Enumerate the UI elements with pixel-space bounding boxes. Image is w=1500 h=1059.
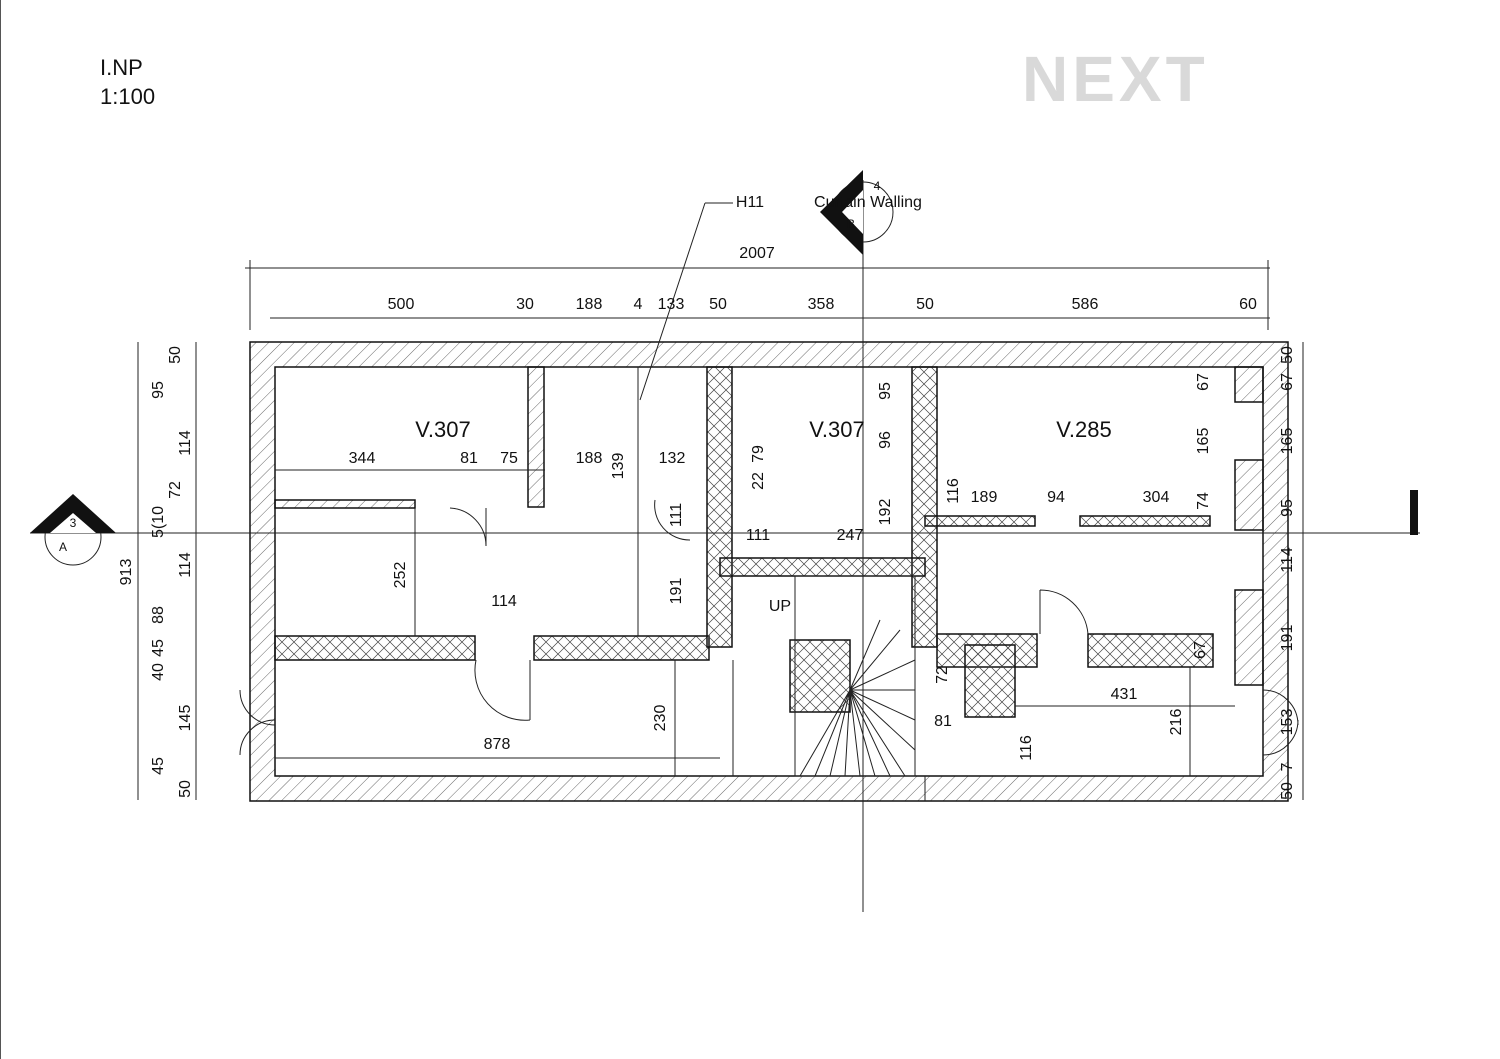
dim: 191: [668, 578, 685, 605]
room-label: V.285: [1056, 417, 1111, 442]
section-a-letter: A: [59, 540, 67, 554]
h11-callout: H11: [736, 194, 764, 211]
door-swings: [239, 499, 1299, 756]
dim: 96: [877, 431, 894, 449]
dim: 165: [1195, 428, 1212, 455]
overall-width-dim: 2007: [739, 245, 775, 262]
dim: 252: [392, 562, 409, 589]
dim: 75: [500, 450, 518, 467]
dim: 216: [1168, 709, 1185, 736]
stair-up-label: UP: [769, 598, 791, 615]
dim: 4: [634, 296, 643, 313]
scale-label: 1:100: [100, 84, 155, 109]
dim: 132: [659, 450, 686, 467]
dim: 500: [388, 296, 415, 313]
section-b-letter: B: [847, 217, 855, 231]
dim: 50: [709, 296, 727, 313]
dim: 344: [349, 450, 376, 467]
dim: 189: [971, 489, 998, 506]
dim: 116: [945, 478, 962, 504]
dim: 586: [1072, 296, 1099, 313]
dim: 81: [460, 450, 478, 467]
dim: 81: [934, 713, 952, 730]
dim: 111: [746, 527, 770, 544]
inner-dimensions: 344 81 75 188 139 132 79 22 96 95 116 18…: [349, 373, 1212, 761]
top-dimensions: 500 30 188 4 133 50 358 50 586 60: [388, 296, 1257, 313]
dim: 133: [658, 296, 685, 313]
dim: 247: [837, 527, 864, 544]
curtain-walling-callout: Curtain Walling: [814, 194, 922, 211]
dim: 878: [484, 736, 511, 753]
dim: 5(10: [150, 506, 167, 538]
overall-height-dim: 913: [118, 559, 135, 586]
level-label: I.NP: [100, 55, 143, 80]
dim: 431: [1111, 686, 1138, 703]
dim: 50: [167, 346, 184, 364]
right-dimensions: 50 67 165 95 114 191 153 7 50: [1279, 346, 1296, 800]
dim: 67: [1192, 641, 1209, 659]
dim: 50: [1279, 782, 1296, 800]
dim: 165: [1279, 428, 1296, 455]
dim: 188: [576, 450, 603, 467]
dim: 88: [150, 606, 167, 624]
section-marker-a: 3 A: [30, 494, 116, 566]
interior-walls: [274, 366, 1264, 801]
room-label: V.307: [809, 417, 864, 442]
dim: 22: [750, 472, 767, 490]
dim: 30: [516, 296, 534, 313]
section-a-number: 3: [70, 516, 77, 530]
sheet-border: [0, 0, 1, 1059]
dim: 40: [150, 663, 167, 681]
dim: 72: [934, 666, 951, 684]
dim: 74: [1195, 492, 1212, 510]
dim: 45: [150, 757, 167, 775]
dim: 114: [491, 593, 517, 610]
dim: 192: [877, 499, 894, 526]
dim: 95: [877, 382, 894, 400]
dim: 45: [150, 639, 167, 657]
dim: 358: [808, 296, 835, 313]
dim: 145: [177, 705, 194, 732]
dim: 50: [916, 296, 934, 313]
dim: 139: [610, 453, 627, 480]
dim: 153: [1279, 709, 1296, 736]
staircase: [732, 575, 916, 777]
dim: 67: [1279, 373, 1296, 391]
dim: 114: [1279, 547, 1296, 573]
dim: 50: [1279, 346, 1296, 364]
dim: 95: [1279, 499, 1296, 517]
section-b-number: 4: [874, 179, 881, 193]
dim: 79: [750, 445, 767, 463]
dim: 188: [576, 296, 603, 313]
dim: 230: [652, 705, 669, 732]
dim: 111: [668, 503, 685, 527]
left-dimensions: 50 95 114 72 5(10 114 88 45 40 145 45 50: [150, 346, 194, 798]
room-label: V.307: [415, 417, 470, 442]
dim: 95: [150, 381, 167, 399]
section-marker-b: B 4: [820, 170, 894, 255]
next-logo: NEXT: [1022, 43, 1209, 115]
dim: 7: [1279, 762, 1296, 771]
dimension-lines: [30, 180, 1420, 912]
dim: 191: [1279, 625, 1296, 652]
dim: 60: [1239, 296, 1257, 313]
dim: 50: [177, 780, 194, 798]
dim: 67: [1195, 373, 1212, 391]
dim: 304: [1143, 489, 1170, 506]
dim: 94: [1047, 489, 1065, 506]
dim: 114: [177, 552, 194, 578]
dim: 72: [167, 481, 184, 499]
dim: 116: [1018, 735, 1035, 761]
dim: 114: [177, 430, 194, 456]
